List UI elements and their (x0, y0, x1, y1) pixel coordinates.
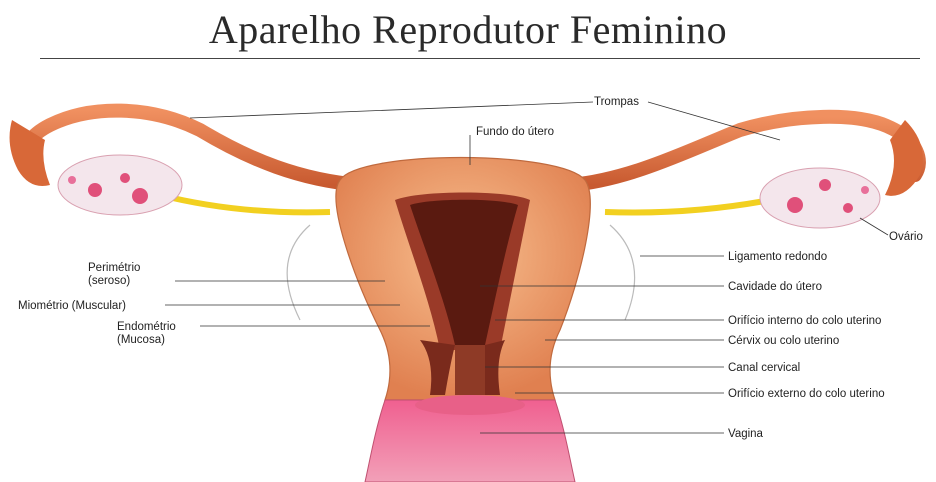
label-miometrio: Miométrio (Muscular) (18, 300, 126, 312)
label-ligamento: Ligamento redondo (728, 251, 827, 263)
label-endometrio: Endométrio (117, 321, 176, 333)
label-ovario: Ovário (889, 231, 923, 243)
right-fallopian-tube (570, 117, 919, 185)
label-endometrio-sub: (Mucosa) (117, 334, 165, 346)
label-orificio-interno: Orifício interno do colo uterino (728, 315, 881, 327)
label-vagina: Vagina (728, 428, 764, 440)
right-follicle (861, 186, 869, 194)
right-ovarian-ligament (605, 200, 770, 213)
label-fundo: Fundo do útero (476, 126, 554, 138)
cervical-canal (455, 345, 485, 395)
left-ovarian-ligament (160, 195, 330, 212)
left-ovary (58, 155, 182, 215)
label-cavidade: Cavidade do útero (728, 281, 822, 293)
label-orificio-externo: Orifício externo do colo uterino (728, 388, 885, 400)
left-follicle (88, 183, 102, 197)
leader-trompas-left (190, 102, 593, 118)
leader-ovario (860, 218, 888, 235)
left-follicle (132, 188, 148, 204)
label-perimetrio-sub: (seroso) (88, 275, 130, 287)
label-cervix: Cérvix ou colo uterino (728, 335, 839, 347)
label-trompas: Trompas (594, 96, 639, 108)
right-follicle (819, 179, 831, 191)
left-follicle (68, 176, 76, 184)
label-canal: Canal cervical (728, 362, 800, 374)
label-perimetrio: Perimétrio (88, 262, 140, 274)
left-ligament-outline (287, 225, 310, 320)
right-ligament-outline (610, 225, 635, 320)
right-follicle (787, 197, 803, 213)
external-os (415, 395, 525, 415)
right-follicle (843, 203, 853, 213)
left-follicle (120, 173, 130, 183)
